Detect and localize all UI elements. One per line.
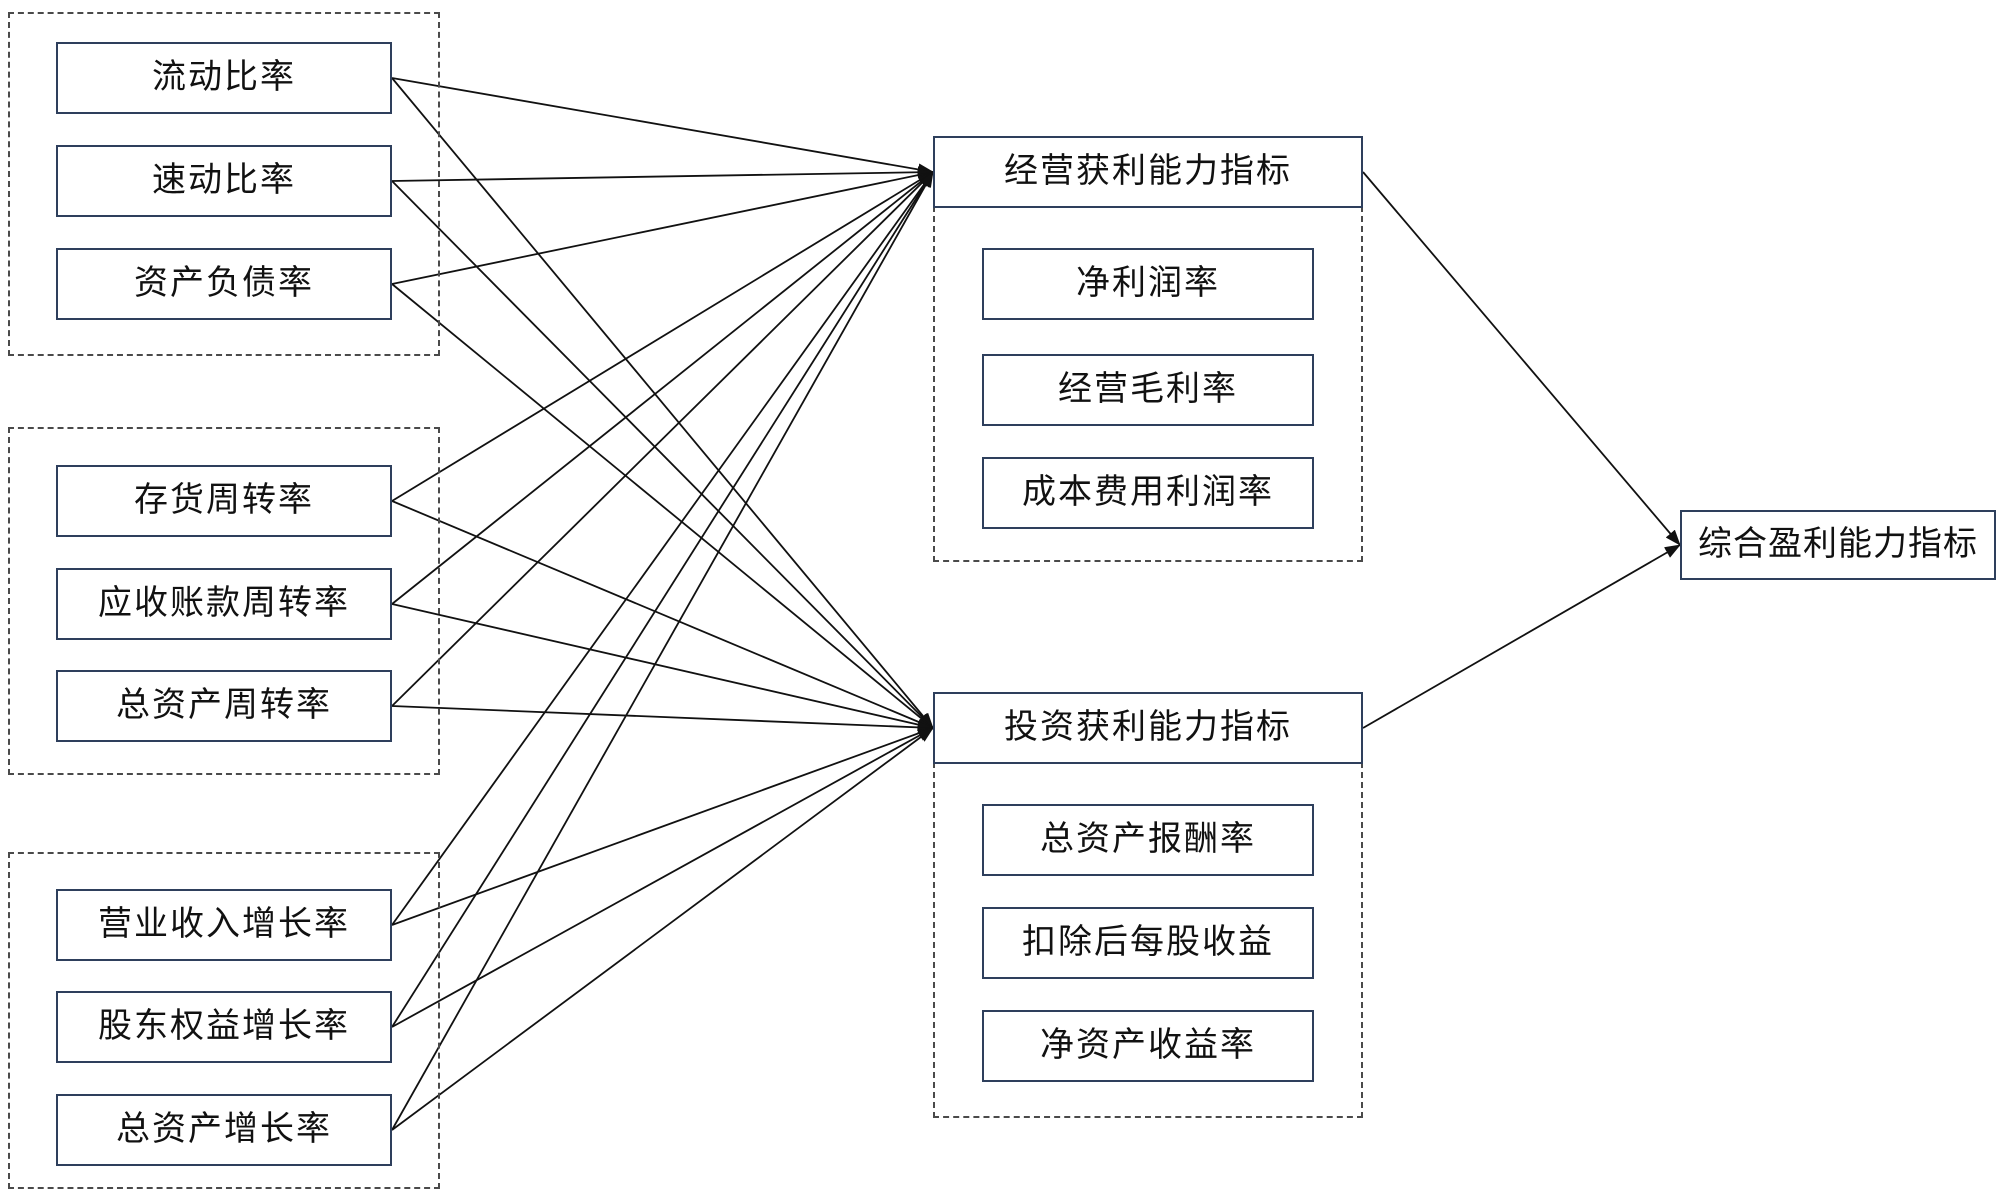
group-solvency: 流动比率 速动比率 资产负债率 <box>8 12 440 356</box>
box-equity-growth: 股东权益增长率 <box>56 991 392 1063</box>
group-operating-profitability: 经营获利能力指标 净利润率 经营毛利率 成本费用利润率 <box>933 136 1363 562</box>
box-return-on-net-assets: 净资产收益率 <box>982 1010 1314 1082</box>
box-total-asset-turnover: 总资产周转率 <box>56 670 392 742</box>
box-inventory-turnover: 存货周转率 <box>56 465 392 537</box>
box-operating-gross-margin: 经营毛利率 <box>982 354 1314 426</box>
box-revenue-growth: 营业收入增长率 <box>56 889 392 961</box>
box-current-ratio: 流动比率 <box>56 42 392 114</box>
box-return-on-total-assets: 总资产报酬率 <box>982 804 1314 876</box>
box-operating-header: 经营获利能力指标 <box>933 136 1363 208</box>
box-net-profit-margin: 净利润率 <box>982 248 1314 320</box>
box-total-asset-growth: 总资产增长率 <box>56 1094 392 1166</box>
group-growth: 营业收入增长率 股东权益增长率 总资产增长率 <box>8 852 440 1189</box>
box-quick-ratio: 速动比率 <box>56 145 392 217</box>
box-eps-after-deduction: 扣除后每股收益 <box>982 907 1314 979</box>
group-investment-profitability: 投资获利能力指标 总资产报酬率 扣除后每股收益 净资产收益率 <box>933 692 1363 1118</box>
box-asset-liability-ratio: 资产负债率 <box>56 248 392 320</box>
box-receivables-turnover: 应收账款周转率 <box>56 568 392 640</box>
box-cost-expense-profit-ratio: 成本费用利润率 <box>982 457 1314 529</box>
box-investment-header: 投资获利能力指标 <box>933 692 1363 764</box>
box-comprehensive-profitability: 综合盈利能力指标 <box>1680 510 1996 580</box>
group-turnover: 存货周转率 应收账款周转率 总资产周转率 <box>8 427 440 775</box>
